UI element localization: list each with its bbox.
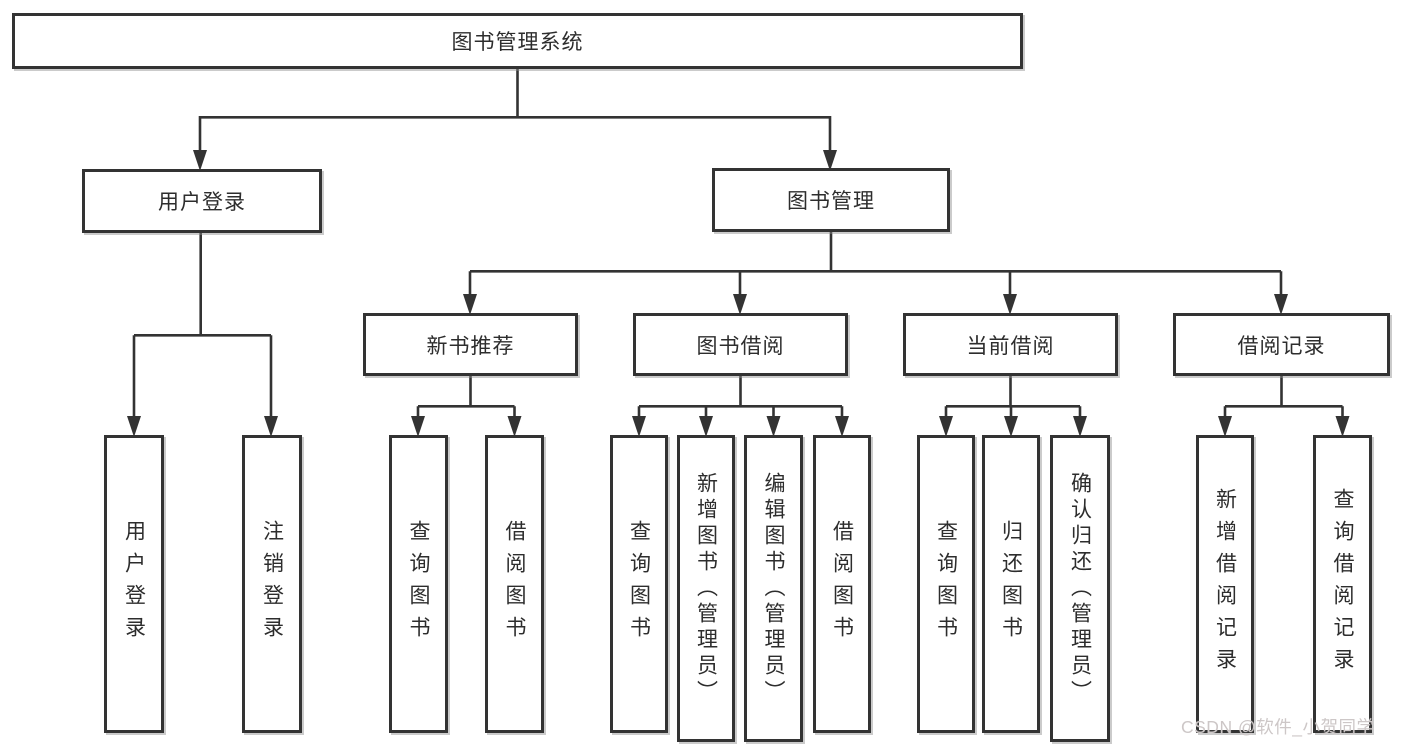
leaf-query-books-recommend: 查询图书 [389,435,448,733]
arrow-icon [1073,416,1087,437]
arrow-icon [1003,294,1017,315]
leaf-user-login: 用户登录 [104,435,164,733]
leaf-borrow-books-borrow: 借阅图书 [813,435,871,733]
leaf-confirm-return-admin: 确认归还（管理员） [1050,435,1110,742]
connector-book-borrow-to-children [637,376,844,416]
connector-root-to-level2 [198,68,832,151]
node-current-borrow: 当前借阅 [903,313,1118,376]
leaf-logout-login: 注销登录 [242,435,302,733]
arrow-icon [463,294,477,315]
arrow-icon [127,416,141,437]
arrow-icon [1218,416,1232,437]
node-new-book-recommend: 新书推荐 [363,313,578,376]
leaf-return-book: 归还图书 [982,435,1040,733]
arrow-icon [823,150,837,171]
arrow-icon [733,294,747,315]
connector-new-book-rec-to-children [416,376,516,416]
leaf-query-borrow-record: 查询借阅记录 [1313,435,1372,733]
arrow-icon [835,416,849,437]
arrow-icon [264,416,278,437]
arrow-icon [1274,294,1288,315]
arrow-icon [1004,416,1018,437]
arrow-icon [766,416,781,437]
arrow-icon [632,416,646,437]
leaf-borrow-books-recommend: 借阅图书 [485,435,544,733]
arrow-icon [193,150,207,171]
csdn-watermark: CSDN @软件_小贺同学 [1181,717,1375,737]
arrow-icon [411,416,425,437]
leaf-query-books-borrow: 查询图书 [610,435,668,733]
node-book-borrow: 图书借阅 [633,313,848,376]
leaf-add-borrow-record: 新增借阅记录 [1196,435,1254,733]
arrow-icon [507,416,522,437]
node-book-mgmt: 图书管理 [712,168,950,232]
connector-current-borrow-to-children [944,376,1082,416]
leaf-query-books-current: 查询图书 [917,435,975,733]
arrow-icon [939,416,953,437]
leaf-edit-book-admin: 编辑图书（管理员） [744,435,803,742]
node-user-login: 用户登录 [82,169,322,233]
connector-borrow-records-to-children [1223,376,1344,416]
node-borrow-records: 借阅记录 [1173,313,1390,376]
arrow-icon [699,416,713,437]
arrow-icon [1335,416,1350,437]
connector-user-login-to-children [132,233,273,417]
connector-book-mgmt-to-modules [468,232,1283,294]
leaf-add-book-admin: 新增图书（管理员） [677,435,735,742]
node-root-system: 图书管理系统 [12,13,1023,69]
